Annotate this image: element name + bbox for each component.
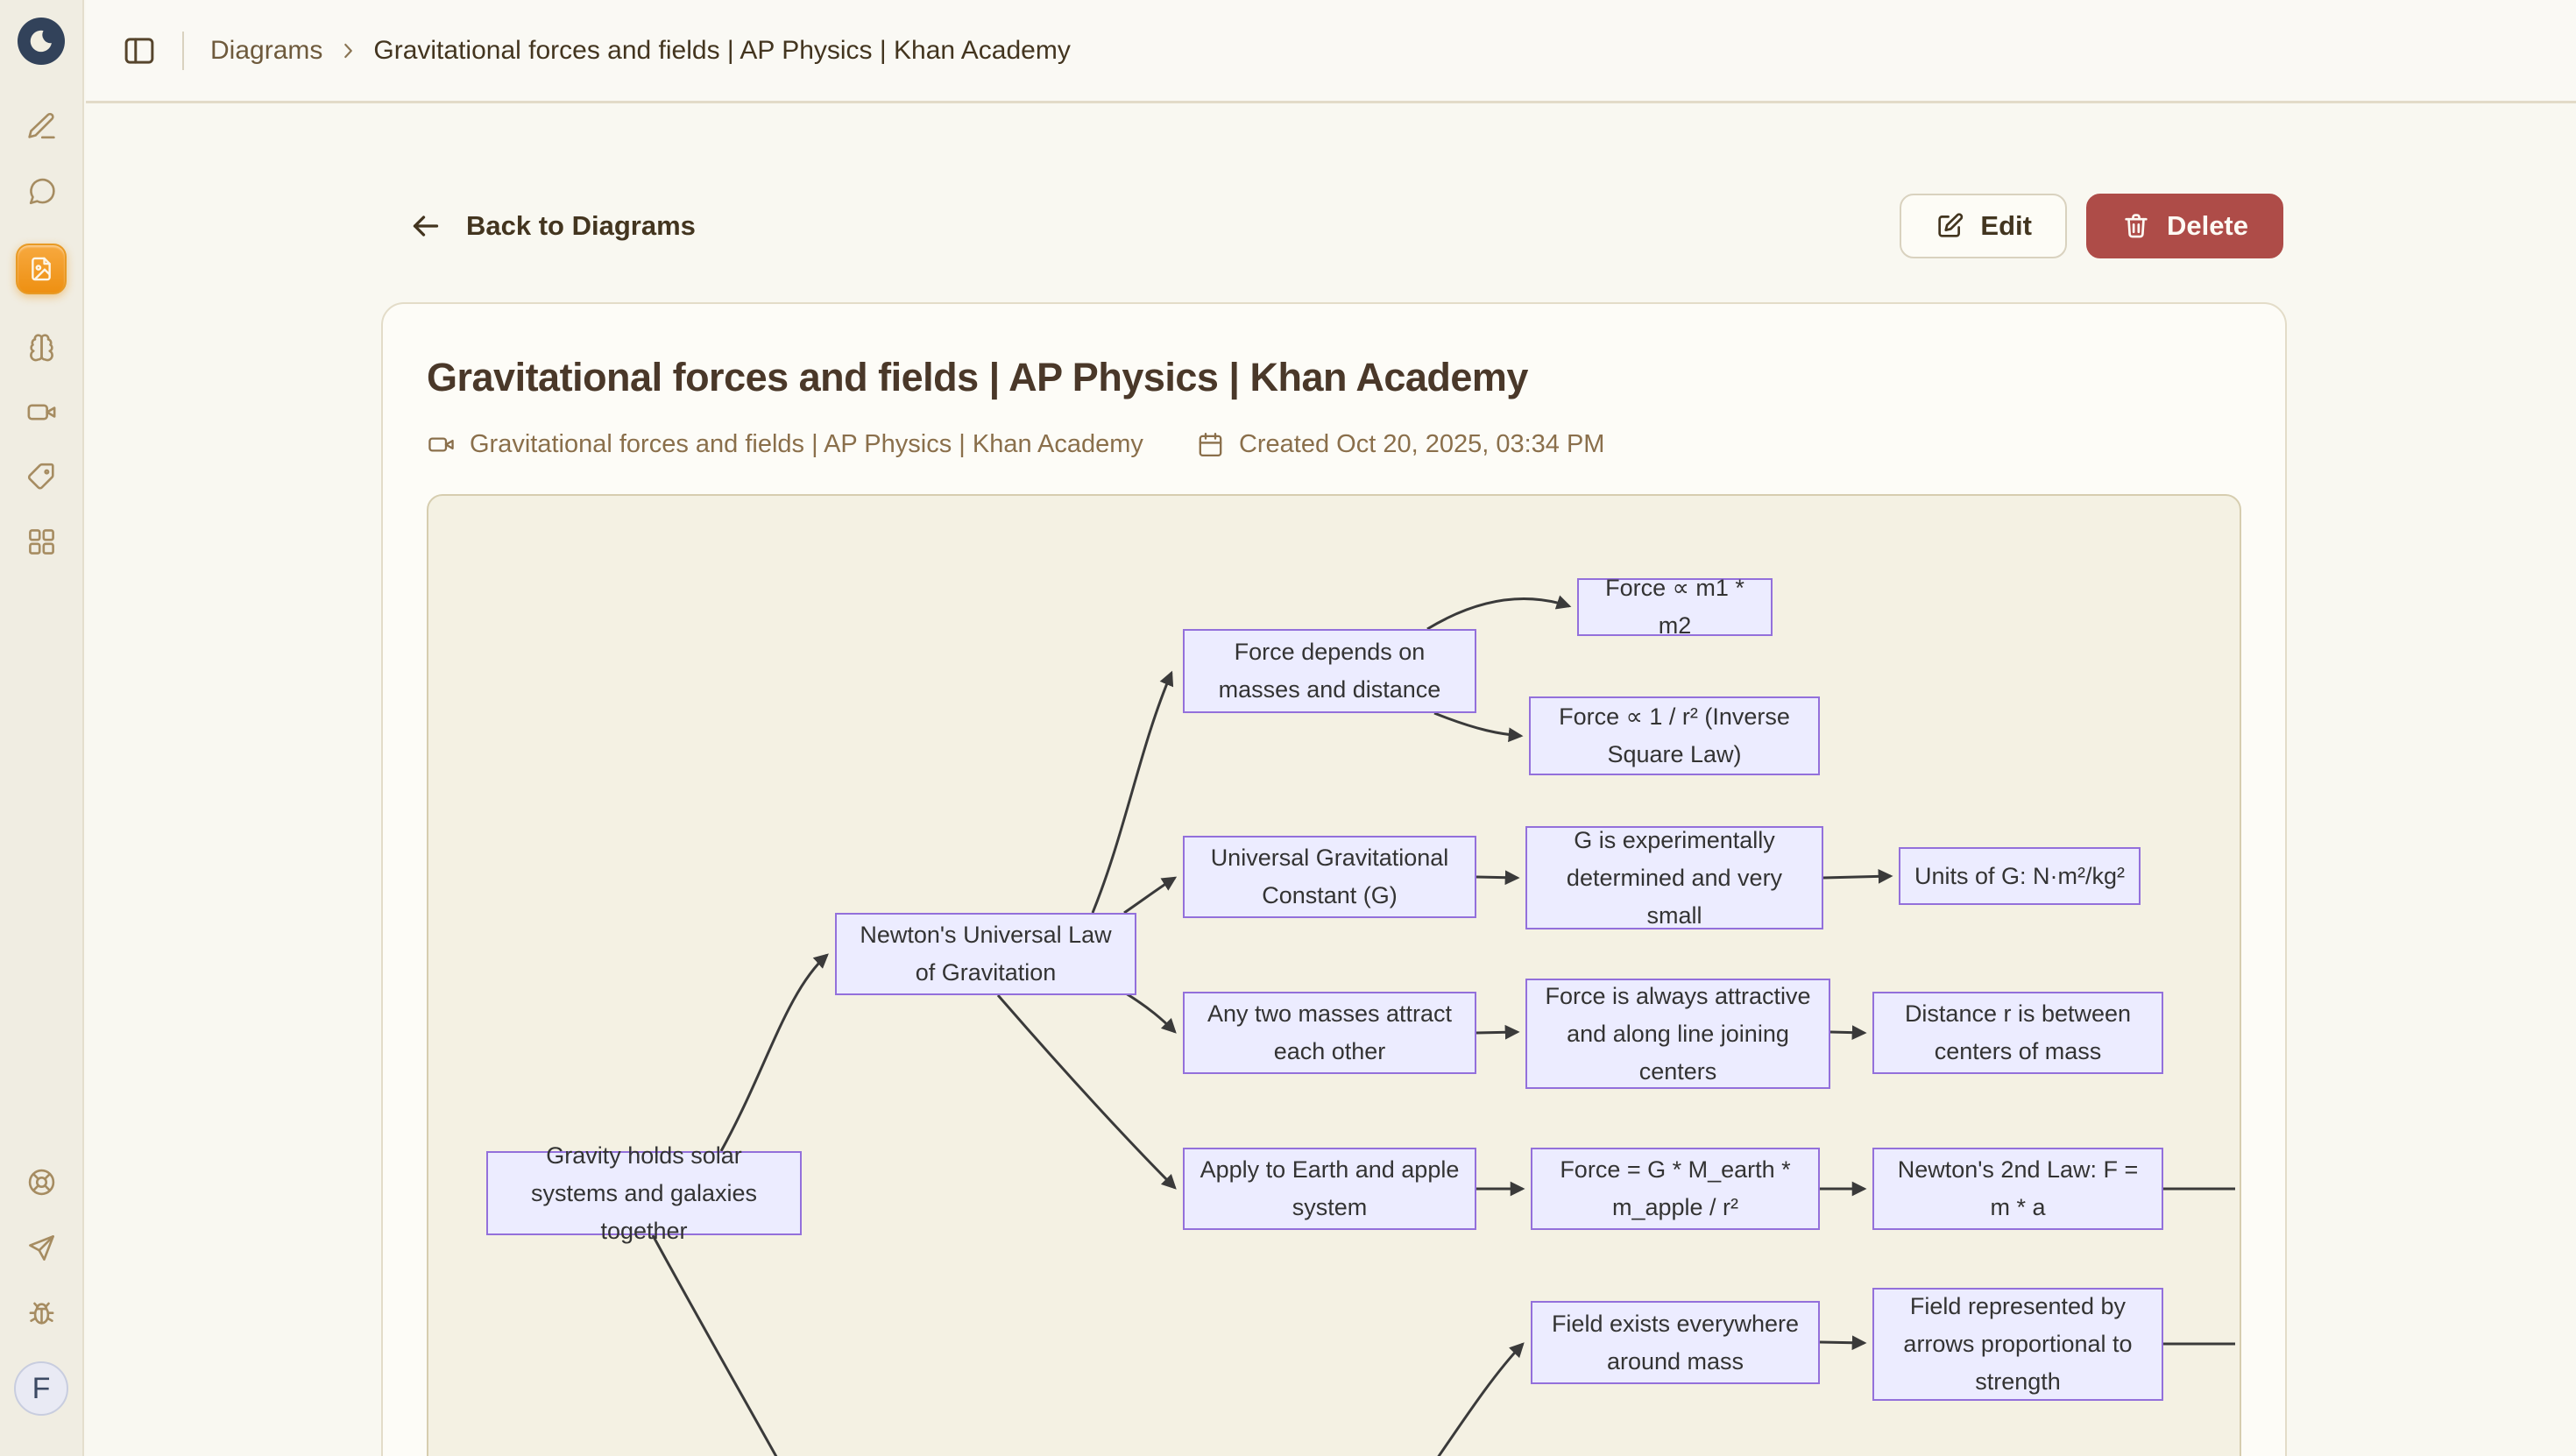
diagram-node-attract: Force is always attractive and along lin… <box>1525 979 1830 1089</box>
bug-icon <box>29 1302 53 1325</box>
created-label: Created Oct 20, 2025, 03:34 PM <box>1238 430 1605 458</box>
back-to-diagrams-link[interactable]: Back to Diagrams <box>408 209 696 244</box>
diagram-node-fieldarr: Field represented by arrows proportional… <box>1872 1288 2163 1401</box>
diagram-node-gexp: G is experimentally determined and very … <box>1525 826 1823 929</box>
panel-left-icon <box>124 37 154 64</box>
breadcrumb: Diagrams Gravitational forces and fields… <box>210 36 1071 66</box>
breadcrumb-diagrams-link[interactable]: Diagrams <box>210 35 323 65</box>
diagram-node-distr: Distance r is between centers of mass <box>1872 992 2163 1074</box>
diagram-node-m1m2: Force ∝ m1 * m2 <box>1577 575 1773 639</box>
edit-pencil-icon <box>1938 213 1964 237</box>
sidebar: F <box>0 0 84 1456</box>
trash-icon <box>2125 214 2148 238</box>
sidebar-item-chats[interactable] <box>24 173 59 209</box>
diagram-edge-anytwo-attract <box>1476 1024 1520 1040</box>
arrow-left-icon <box>413 216 439 237</box>
diagram-card: Gravitational forces and fields | AP Phy… <box>381 302 2287 1456</box>
sidebar-item-videos[interactable] <box>24 394 59 429</box>
sidebar-item-knowledge[interactable] <box>24 329 59 364</box>
brain-icon <box>29 333 53 361</box>
chevron-right-icon <box>344 43 353 58</box>
source-label: Gravitational forces and fields | AP Phy… <box>470 430 1143 458</box>
diagram-edge-depends-invsq <box>1433 711 1524 743</box>
app-logo[interactable] <box>18 18 65 65</box>
sidebar-item-tags[interactable] <box>24 459 59 494</box>
sidebar-bottom: F <box>14 1164 68 1416</box>
diagram-edge-newton-apply <box>996 994 1177 1190</box>
sidebar-item-diagrams[interactable] <box>16 244 67 294</box>
diagram-edge-attract-distr <box>1829 1025 1867 1041</box>
diagram-edge-ugc-gexp <box>1476 870 1520 886</box>
chat-icon <box>29 178 55 204</box>
diagram-node-anytwo: Any two masses attract each other <box>1183 992 1476 1074</box>
diagram-node-depends: Force depends on masses and distance <box>1183 629 1476 713</box>
diagram-node-ugc: Universal Gravitational Constant (G) <box>1183 836 1476 918</box>
diagram-canvas: Gravity holds solar systems and galaxies… <box>427 494 2241 1456</box>
sidebar-item-help[interactable] <box>24 1164 59 1199</box>
edit-label: Edit <box>1980 210 2032 241</box>
diagram-edge-newton-anytwo <box>1125 992 1177 1034</box>
grid-icon <box>28 528 54 555</box>
topbar: Diagrams Gravitational forces and fields… <box>86 0 2576 103</box>
tag-icon <box>27 463 54 490</box>
diagram-node-invsq: Force ∝ 1 / r² (Inverse Square Law) <box>1529 696 1820 775</box>
page-title: Gravitational forces and fields | AP Phy… <box>427 355 1528 399</box>
sidebar-item-apps[interactable] <box>24 524 59 559</box>
divider <box>182 31 184 70</box>
diagram-edge-fieldex-fieldarr <box>1819 1335 1867 1351</box>
diagram-node-n2law: Newton's 2nd Law: F = m * a <box>1872 1148 2163 1230</box>
breadcrumb-current: Gravitational forces and fields | AP Phy… <box>373 35 1071 65</box>
moon-icon <box>30 30 52 53</box>
diagram-node-fieldex: Field exists everywhere around mass <box>1531 1301 1820 1384</box>
diagram-edge-offscreen-bottom-fieldex <box>1437 1342 1525 1456</box>
diagram-file-icon <box>32 257 51 281</box>
sidebar-item-feedback[interactable] <box>24 1230 59 1265</box>
diagram-node-newton: Newton's Universal Law of Gravitation <box>835 913 1136 995</box>
created-meta: Created Oct 20, 2025, 03:34 PM <box>1196 430 1605 459</box>
sidebar-item-compose[interactable] <box>24 109 59 144</box>
video-camera-icon <box>428 437 454 452</box>
sidebar-toggle-button[interactable] <box>121 32 158 69</box>
send-icon <box>28 1234 54 1261</box>
page-actions: Back to Diagrams Edit Delete <box>408 194 2283 258</box>
pen-icon <box>27 112 55 138</box>
delete-button[interactable]: Delete <box>2085 194 2283 258</box>
delete-label: Delete <box>2166 210 2248 241</box>
sidebar-item-bugs[interactable] <box>24 1296 59 1331</box>
diagram-edge-gexp-gunits <box>1822 868 1893 884</box>
diagram-node-apply: Apply to Earth and apple system <box>1183 1148 1476 1230</box>
diagram-edge-newton-depends <box>1091 670 1174 914</box>
video-icon <box>27 403 55 421</box>
meta-row: Gravitational forces and fields | AP Phy… <box>427 430 2241 459</box>
user-avatar[interactable]: F <box>14 1361 68 1416</box>
edit-button[interactable]: Edit <box>1900 194 2067 258</box>
diagram-node-gravity: Gravity holds solar systems and galaxies… <box>486 1142 802 1244</box>
main-content: Back to Diagrams Edit Delete Gravitation… <box>86 106 2576 1456</box>
diagram-node-feq: Force = G * M_earth * m_apple / r² <box>1531 1148 1820 1230</box>
diagram-edges <box>651 595 2235 1456</box>
diagram-node-gunits: Units of G: N·m²/kg² <box>1899 847 2141 905</box>
back-label: Back to Diagrams <box>466 210 696 241</box>
diagram-edge-depends-m1m2 <box>1426 595 1572 631</box>
diagram-edge-gravity-offscreen-bottom <box>651 1234 778 1456</box>
diagram-edge-gravity-newton <box>719 953 829 1152</box>
diagram-edge-newton-ugc <box>1123 876 1178 915</box>
help-icon <box>28 1169 54 1195</box>
source-meta: Gravitational forces and fields | AP Phy… <box>427 430 1143 459</box>
sidebar-nav <box>16 109 67 559</box>
calendar-icon <box>1199 432 1222 457</box>
